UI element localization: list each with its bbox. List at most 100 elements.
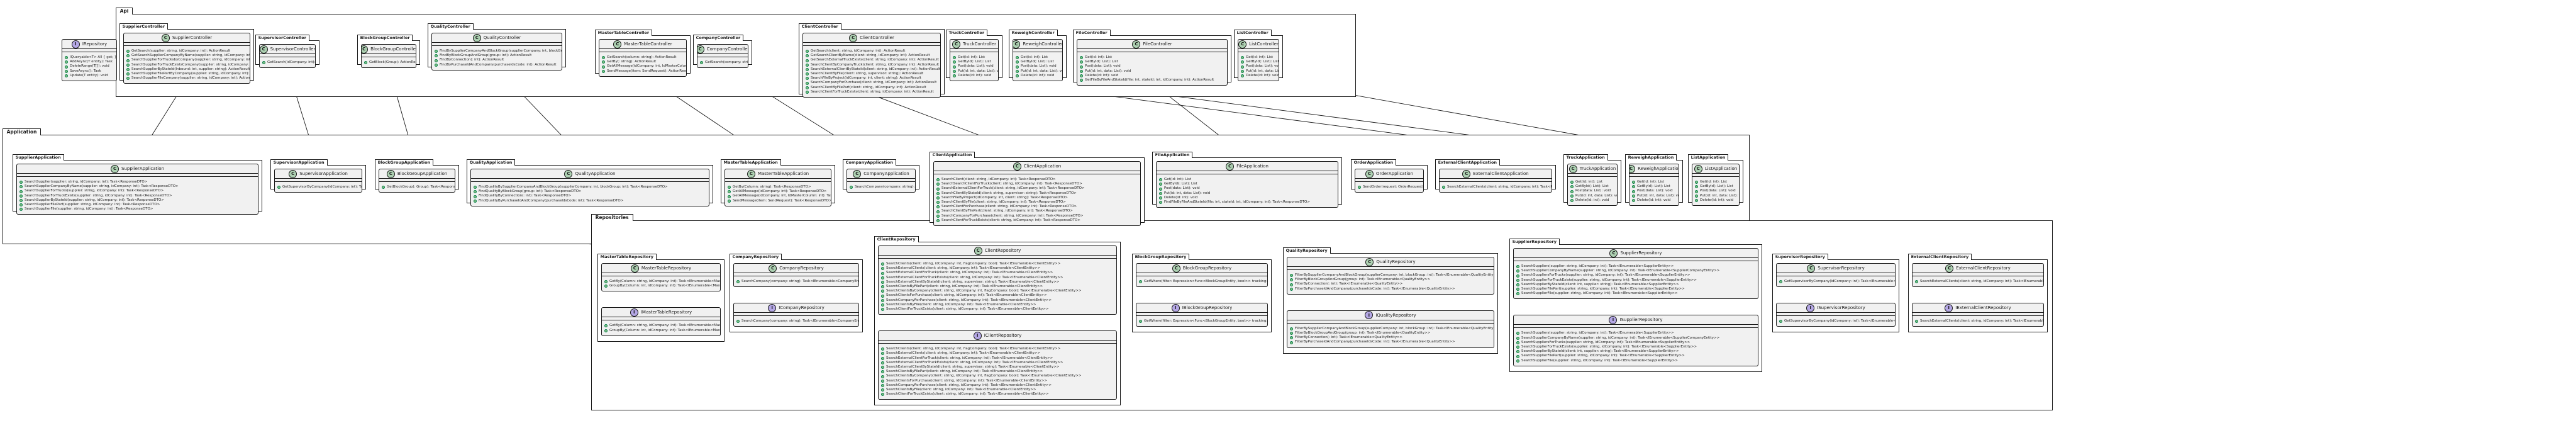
public-method-icon bbox=[806, 81, 809, 85]
public-method-icon bbox=[1139, 320, 1142, 324]
method-row: Post(data: List): void bbox=[953, 64, 996, 69]
method-signature: GetBlock(Group): ActionResult bbox=[369, 60, 416, 64]
method-signature: SearchClientsByFile(client: string, idCo… bbox=[886, 302, 1036, 307]
public-method-icon bbox=[806, 59, 809, 62]
method-row: SearchExternalClients(client: string, id… bbox=[1442, 185, 1552, 189]
public-method-icon bbox=[1241, 56, 1244, 60]
attributes-divider bbox=[1777, 273, 1895, 276]
method-row: SearchExternalClients(client: string, id… bbox=[881, 266, 1114, 271]
methods-divider bbox=[62, 52, 116, 55]
public-method-icon bbox=[1016, 69, 1019, 73]
public-method-icon bbox=[1159, 196, 1162, 200]
class-name: SupervisorRepository bbox=[1818, 266, 1865, 271]
method-signature: SearchClientByFilePart(client: string, i… bbox=[941, 209, 1073, 213]
method-row: Get(id: int): List bbox=[953, 55, 996, 60]
method-list: GetSupervisorByCompany(idCompany: int): … bbox=[275, 184, 362, 192]
public-method-icon bbox=[728, 195, 731, 198]
class-name: ISupplierRepository bbox=[1619, 317, 1663, 323]
public-method-icon bbox=[435, 63, 438, 67]
methods-divider bbox=[1077, 52, 1227, 55]
public-method-icon bbox=[1016, 56, 1019, 60]
application-package-box-tab: TruckApplication bbox=[1563, 154, 1608, 161]
method-row: FindQualityByPurchaseIdAndCompany(purcha… bbox=[474, 199, 706, 203]
method-row: SearchSupplierForTrucks(supplier: string… bbox=[19, 189, 255, 193]
method-signature: SearchSupplierByStateId(supplier: string… bbox=[25, 198, 164, 202]
method-row: GetSearchClientByName(client: string, id… bbox=[806, 54, 938, 58]
method-list: GetBy(Column: string): Task<ResponseDTO>… bbox=[725, 184, 831, 206]
method-row: Get(id: int): List bbox=[1570, 180, 1614, 184]
public-method-icon bbox=[936, 210, 940, 213]
method-signature: SearchExternalClientForTruckExists(clien… bbox=[886, 360, 1063, 364]
method-row: Delete(id: int): void bbox=[1159, 196, 1335, 200]
method-signature: FindQualityByPurchaseIdAndCompany(purcha… bbox=[479, 198, 624, 203]
public-method-icon bbox=[881, 375, 884, 378]
method-row: SearchExternalClientForTruckExists(clien… bbox=[881, 361, 1114, 365]
public-method-icon bbox=[1016, 74, 1019, 77]
public-method-icon bbox=[936, 191, 940, 195]
public-method-icon bbox=[65, 56, 68, 60]
public-method-icon bbox=[850, 186, 853, 189]
method-list: SearchExternalClients(client: string, id… bbox=[1913, 279, 2043, 286]
method-signature: SearchClients(client: string, idCompany:… bbox=[886, 347, 1061, 351]
method-row: GetFileByFileAndStateId(file: int, state… bbox=[1080, 78, 1224, 82]
method-row: SearchClientByCompanyTruck(client: strin… bbox=[806, 63, 939, 67]
method-signature: Delete(id: int): void bbox=[1085, 73, 1119, 77]
method-row: Put(id: int, data: List): void bbox=[1159, 191, 1335, 196]
method-row: SearchExternalClientByStateId(client: st… bbox=[806, 67, 940, 72]
method-row: SendOrder(request: OrderRequest): Task<R… bbox=[1358, 185, 1423, 189]
methods-divider bbox=[1287, 322, 1494, 326]
attributes-divider bbox=[1136, 273, 1267, 276]
method-row: FilterByBlockGroupAndGroup(group: int): … bbox=[1290, 331, 1491, 336]
attributes-divider bbox=[1136, 312, 1267, 315]
method-signature: SearchSupplierForTruckExistsCompany(supp… bbox=[131, 62, 250, 67]
